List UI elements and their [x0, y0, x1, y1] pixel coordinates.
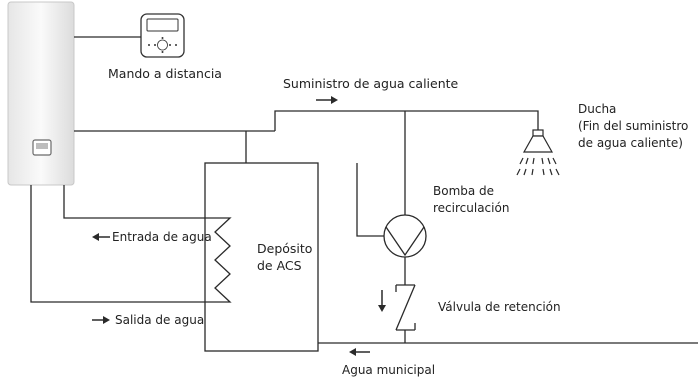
shower-head-icon — [516, 129, 560, 176]
municipal-water-label: Agua municipal — [342, 363, 436, 377]
tank-label-line2: de ACS — [257, 258, 302, 273]
recirculation-pipe — [356, 111, 406, 343]
dhw-tank — [204, 162, 319, 352]
supply-direction-arrow — [316, 96, 338, 104]
remote-label: Mando a distancia — [108, 66, 222, 81]
municipal-water-arrow — [349, 348, 370, 356]
shower-label: Ducha — [578, 102, 617, 116]
pump-label-line1: Bomba de — [433, 184, 495, 198]
heating-coil — [205, 217, 232, 303]
indoor-unit — [7, 1, 75, 186]
check-valve-flow-arrow — [378, 290, 386, 312]
hot-water-supply-pipe — [74, 110, 539, 163]
recirculation-pump-icon — [383, 214, 427, 258]
water-inlet-label: Entrada de agua — [112, 230, 212, 244]
shower-note-line2: de agua caliente) — [578, 136, 683, 150]
water-outlet-label: Salida de agua — [115, 313, 205, 327]
water-outlet-arrow — [92, 316, 110, 324]
hot-water-supply-label: Suministro de agua caliente — [283, 76, 459, 91]
water-inlet-arrow — [92, 233, 110, 241]
check-valve-icon — [395, 284, 416, 331]
shower-note-line1: (Fin del suministro — [578, 119, 689, 133]
unit-water-pipes — [30, 185, 205, 303]
remote-controller-icon — [140, 13, 185, 58]
tank-label-line1: Depósito — [257, 241, 313, 256]
check-valve-label: Válvula de retención — [438, 300, 561, 314]
pump-label-line2: recirculación — [433, 201, 510, 215]
